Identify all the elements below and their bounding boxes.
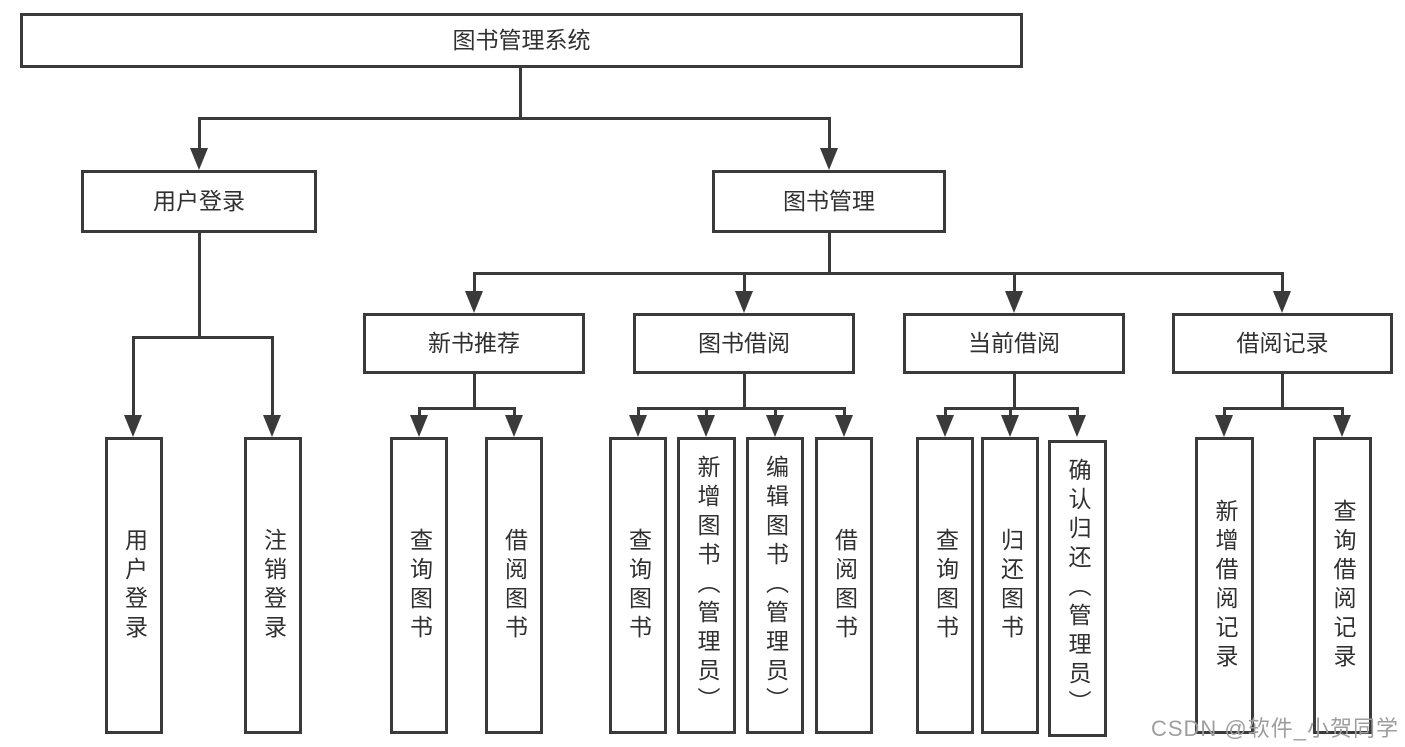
node-new-book-recommend: 新书推荐 xyxy=(363,313,585,374)
connector-stem xyxy=(1341,407,1344,419)
arrowhead-icon xyxy=(1215,415,1233,437)
arrowhead-icon xyxy=(835,415,853,437)
connector-stem xyxy=(1223,407,1226,419)
leaf-edit-books-admin: 编辑图书（管理员） xyxy=(746,437,804,734)
connector-drop xyxy=(198,233,201,339)
node-label: 新书推荐 xyxy=(428,330,520,356)
leaf-label: 编辑图书（管理员） xyxy=(762,455,789,716)
arrowhead-icon xyxy=(465,291,483,313)
connector-drop xyxy=(473,374,476,410)
arrowhead-icon xyxy=(697,415,715,437)
connector-stem xyxy=(828,117,831,151)
node-label: 图书借阅 xyxy=(698,330,790,356)
leaf-label: 查询图书 xyxy=(406,527,433,644)
connector-stem xyxy=(1009,407,1012,419)
leaf-label: 归还图书 xyxy=(997,527,1024,644)
connector-stem xyxy=(944,407,947,419)
arrowhead-icon xyxy=(410,415,428,437)
connector-bus xyxy=(132,336,274,339)
connector-drop xyxy=(1281,374,1284,410)
connector-stem xyxy=(774,407,777,419)
leaf-confirm-return-admin: 确认归还（管理员） xyxy=(1048,440,1107,737)
connector-root-drop xyxy=(519,68,522,120)
arrowhead-icon xyxy=(1068,415,1086,437)
connector-stem xyxy=(1076,407,1079,419)
leaf-label: 注销登录 xyxy=(260,527,287,644)
node-label: 图书管理 xyxy=(783,188,875,214)
connector-stem xyxy=(271,336,274,417)
connector-stem xyxy=(1013,272,1016,294)
leaf-label: 新增图书（管理员） xyxy=(694,455,720,716)
connector-stem xyxy=(132,336,135,417)
leaf-label: 借阅图书 xyxy=(831,527,858,644)
leaf-label: 确认归还（管理员） xyxy=(1065,458,1091,719)
leaf-add-books-admin: 新增图书（管理员） xyxy=(677,437,736,734)
arrowhead-icon xyxy=(1005,291,1023,313)
connector-stem xyxy=(843,407,846,419)
node-library-system: 图书管理系统 xyxy=(20,13,1023,68)
connector-bus xyxy=(1223,407,1344,410)
watermark-csdn: CSDN @软件_小贺同学 xyxy=(1150,716,1399,741)
node-label: 当前借阅 xyxy=(968,330,1060,356)
node-label: 借阅记录 xyxy=(1236,330,1329,356)
node-label: 用户登录 xyxy=(153,188,245,214)
leaf-label: 新增借阅记录 xyxy=(1212,498,1238,673)
arrowhead-icon xyxy=(936,415,954,437)
node-borrow-records: 借阅记录 xyxy=(1172,313,1393,374)
leaf-label: 用户登录 xyxy=(121,527,148,644)
connector-bus xyxy=(418,407,516,410)
leaf-query-books: 查询图书 xyxy=(916,437,974,734)
arrowhead-icon xyxy=(1333,415,1351,437)
connector-stem xyxy=(198,117,201,151)
connector-bus-level3 xyxy=(473,272,1284,275)
leaf-user-login: 用户登录 xyxy=(105,437,163,734)
connector-drop xyxy=(1013,374,1016,410)
leaf-query-books: 查询图书 xyxy=(609,437,667,734)
arrowhead-icon xyxy=(124,415,142,437)
connector-stem xyxy=(418,407,421,419)
node-current-borrow: 当前借阅 xyxy=(903,313,1125,374)
node-label: 图书管理系统 xyxy=(452,27,591,53)
leaf-label: 查询图书 xyxy=(932,527,959,644)
arrowhead-icon xyxy=(1273,291,1291,313)
node-book-borrow: 图书借阅 xyxy=(633,313,855,374)
leaf-label: 查询图书 xyxy=(625,527,652,644)
connector-stem xyxy=(705,407,708,419)
node-user-login: 用户登录 xyxy=(81,170,317,233)
arrowhead-icon xyxy=(190,148,208,170)
connector-drop xyxy=(743,374,746,410)
arrowhead-icon xyxy=(820,148,838,170)
arrowhead-icon xyxy=(263,415,281,437)
connector-stem xyxy=(473,272,476,294)
arrowhead-icon xyxy=(629,415,647,437)
connector-stem xyxy=(513,407,516,419)
leaf-query-borrow-record: 查询借阅记录 xyxy=(1313,437,1372,734)
leaf-add-borrow-record: 新增借阅记录 xyxy=(1195,437,1254,734)
connector-stem xyxy=(1281,272,1284,294)
arrowhead-icon xyxy=(735,291,753,313)
connector-drop xyxy=(828,233,831,275)
leaf-borrow-books: 借阅图书 xyxy=(815,437,873,734)
connector-bus xyxy=(637,407,846,410)
leaf-label: 借阅图书 xyxy=(501,527,528,644)
node-book-management: 图书管理 xyxy=(712,170,946,233)
connector-stem xyxy=(743,272,746,294)
leaf-query-books: 查询图书 xyxy=(390,437,448,734)
leaf-logout: 注销登录 xyxy=(244,437,302,734)
arrowhead-icon xyxy=(766,415,784,437)
arrowhead-icon xyxy=(1001,415,1019,437)
leaf-borrow-books: 借阅图书 xyxy=(485,437,543,734)
leaf-return-books: 归还图书 xyxy=(981,437,1039,734)
connector-stem xyxy=(637,407,640,419)
leaf-label: 查询借阅记录 xyxy=(1330,498,1356,673)
connector-bus-level2 xyxy=(198,117,831,120)
arrowhead-icon xyxy=(505,415,523,437)
